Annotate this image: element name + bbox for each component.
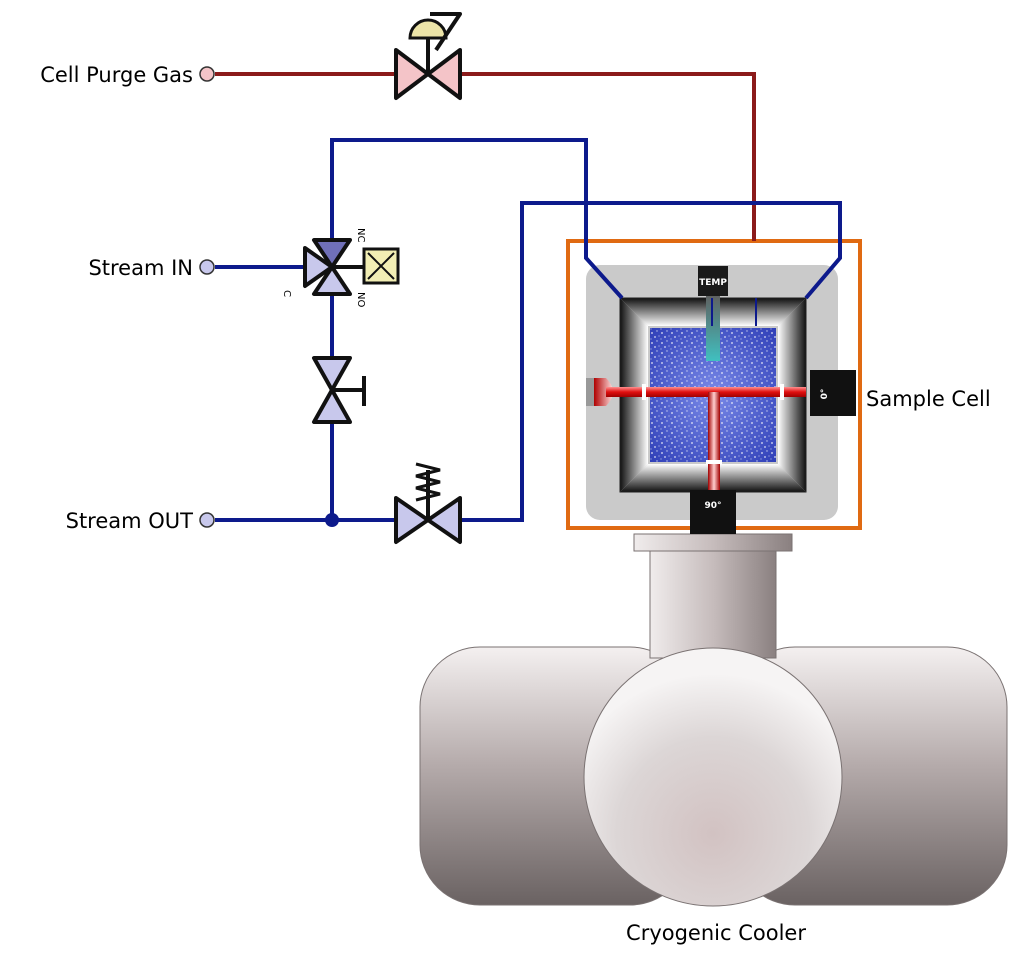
purge-regulator-valve[interactable]	[394, 12, 462, 100]
valve-port-c: C	[281, 290, 292, 297]
cell-purge-gas-label: Cell Purge Gas	[40, 63, 193, 87]
sample-cell-label: Sample Cell	[866, 387, 991, 411]
laser-beam-horizontal	[606, 387, 806, 397]
purge-gas-line	[215, 72, 756, 241]
cryogenic-cooler-label: Cryogenic Cooler	[626, 921, 806, 945]
manual-shutoff-valve[interactable]	[312, 356, 366, 424]
laser-beam-vertical	[708, 392, 720, 490]
stream-out-spring-valve[interactable]	[394, 462, 462, 544]
detector-0-box	[810, 370, 856, 416]
detector-90-box	[690, 490, 736, 534]
detector-90-tag: 90°	[704, 501, 721, 511]
three-way-solenoid-valve[interactable]	[303, 238, 400, 296]
temp-tag-box	[698, 266, 728, 296]
temp-tag: TEMP	[699, 278, 727, 288]
cryogenic-cooler	[419, 533, 1008, 907]
stream-out-port[interactable]	[199, 512, 215, 528]
sample-cell-assembly: TEMP 0° 90°	[566, 239, 862, 534]
detector-0-tag: 0°	[820, 389, 830, 400]
stream-in-label: Stream IN	[88, 256, 193, 280]
cooler-collar	[633, 533, 793, 552]
valve-port-nc: NC	[355, 228, 366, 242]
stream-in-port[interactable]	[199, 259, 215, 275]
cooler-sphere	[583, 647, 843, 907]
laser-source	[594, 378, 613, 406]
purge-gas-port[interactable]	[199, 66, 215, 82]
stream-junction	[325, 513, 339, 527]
temp-probe	[706, 295, 720, 361]
cooler-neck	[649, 547, 777, 659]
valve-port-no: NO	[355, 292, 366, 307]
stream-out-label: Stream OUT	[66, 509, 194, 533]
